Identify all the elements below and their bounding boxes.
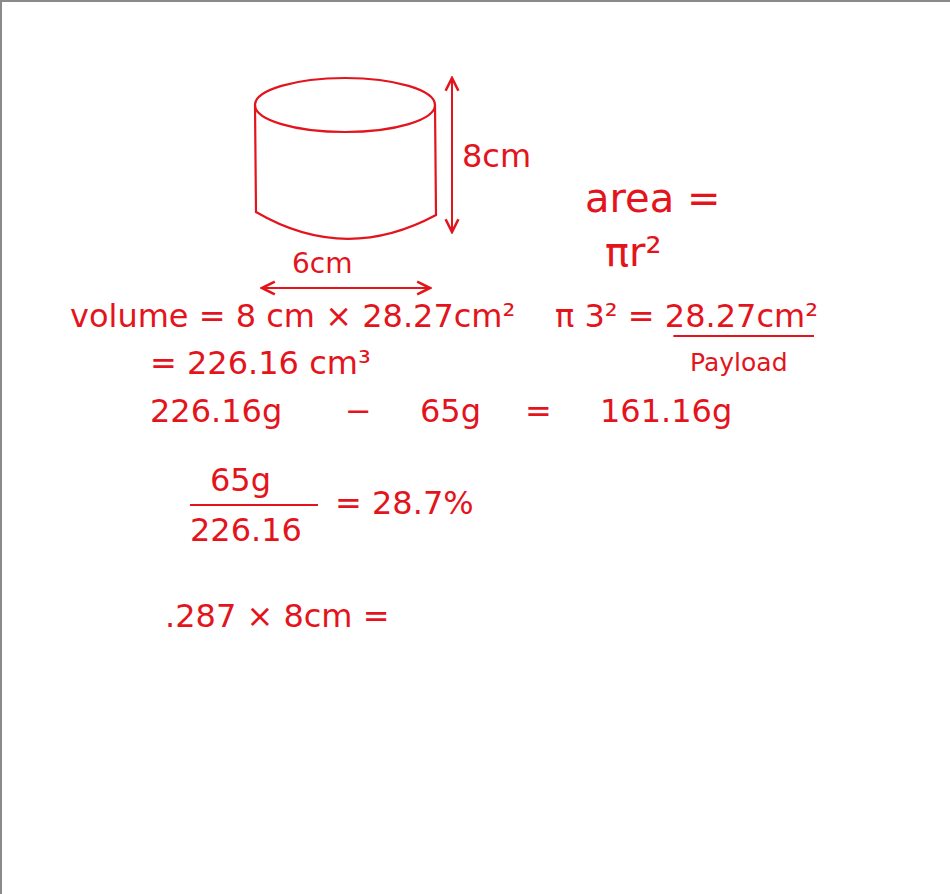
cylinder-bottom [256, 212, 436, 239]
height-arrow [451, 78, 453, 232]
underline [673, 335, 814, 337]
frame-edge [0, 0, 2, 894]
math-text: 6cm [292, 250, 352, 278]
math-text: = 226.16 cm³ [150, 347, 371, 379]
cylinder-top [255, 78, 435, 132]
math-text: = 28.7% [335, 487, 474, 519]
math-text: πr² [605, 232, 662, 272]
math-text: 226.16g [150, 395, 282, 427]
math-text: = [525, 395, 552, 427]
math-text: volume = 8 cm × 28.27cm² [70, 300, 515, 332]
fraction-bar [190, 504, 318, 506]
math-text: area = [585, 178, 720, 218]
diameter-arrow [262, 287, 430, 289]
math-text: 65g [420, 395, 481, 427]
math-text: π 3² = 28.27cm² [555, 300, 818, 332]
math-text: 161.16g [600, 395, 732, 427]
math-text: − [345, 395, 372, 427]
note-label: Payload [690, 350, 788, 375]
cylinder [255, 78, 436, 239]
frame-edge [0, 0, 950, 2]
cylinder-side [435, 105, 436, 215]
math-text: 8cm [462, 140, 531, 172]
math-text: 226.16 [190, 514, 302, 546]
cylinder-side [255, 105, 256, 212]
math-text: .287 × 8cm = [165, 600, 390, 632]
math-text: 65g [210, 464, 271, 496]
